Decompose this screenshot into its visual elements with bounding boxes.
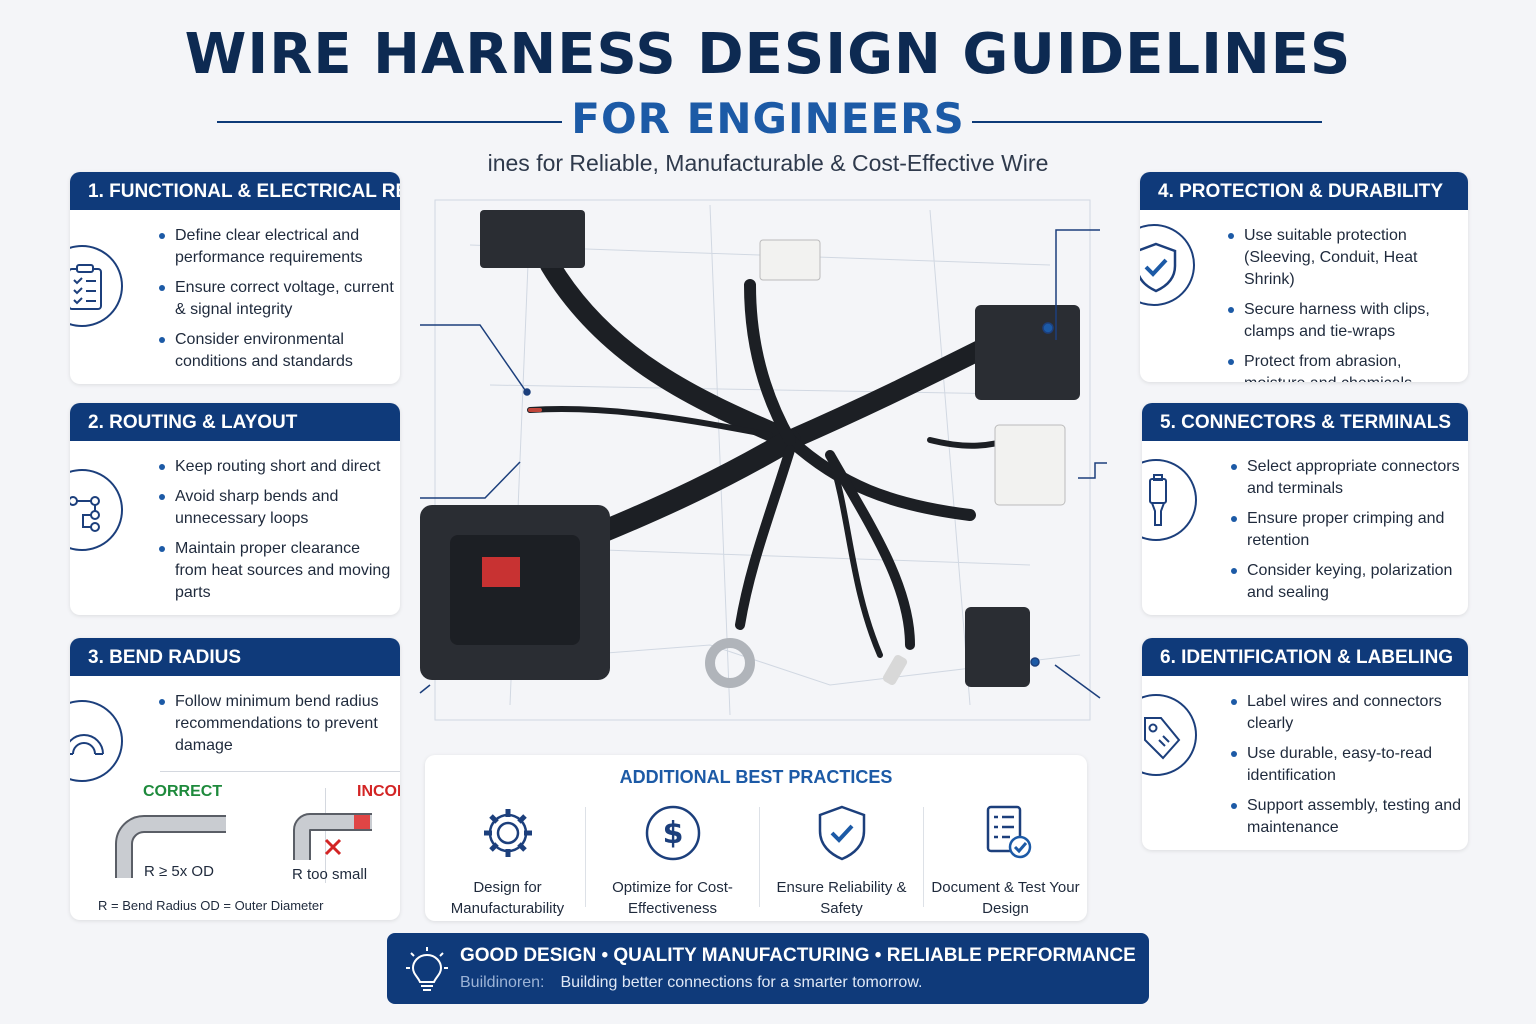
divider	[160, 771, 400, 772]
section-title: 6. IDENTIFICATION & LABELING	[1142, 638, 1468, 676]
bullet: Use suitable protection (Sleeving, Condu…	[1228, 225, 1464, 291]
banner-subline: Buildinoren: Building better connections …	[460, 974, 922, 992]
bullet: Consider environmental conditions and st…	[159, 329, 394, 373]
section-title: 5. CONNECTORS & TERMINALS	[1142, 403, 1468, 441]
bullet: Follow minimum bend radius recommendatio…	[159, 691, 394, 757]
section-protection-durability: 4. PROTECTION & DURABILITY Use suitable …	[1140, 172, 1468, 382]
divider	[325, 788, 326, 883]
section-functional-electrical: 1. FUNCTIONAL & ELECTRICAL REQUIREMENTS …	[70, 172, 400, 384]
gear-icon	[483, 809, 532, 857]
bullet: Avoid sharp bends and unnecessary loops	[159, 486, 394, 530]
banner-headline: GOOD DESIGN • QUALITY MANUFACTURING • RE…	[460, 945, 1136, 966]
section-bend-radius: 3. BEND RADIUS Follow minimum bend radiu…	[70, 638, 400, 920]
best-practices-title: ADDITIONAL BEST PRACTICES	[619, 767, 893, 787]
routing-path-icon	[70, 469, 123, 551]
best-practice-manufacturability: Design for Manufacturability	[425, 799, 590, 919]
best-practice-label: Ensure Reliability & Safety	[776, 879, 907, 917]
incorrect-bend-illustration	[293, 813, 372, 860]
divider	[585, 807, 586, 907]
bend-arc-icon	[70, 700, 123, 782]
label-tag-icon	[1142, 694, 1197, 776]
svg-text:$: $	[662, 816, 683, 851]
best-practice-label: Optimize for Cost-Effectiveness	[612, 879, 733, 917]
shield-icon	[818, 805, 865, 861]
best-practice-cost: $ Optimize for Cost-Effectiveness	[590, 799, 755, 919]
bullet: Define clear electrical and performance …	[159, 225, 394, 269]
page-title: WIRE HARNESS DESIGN GUIDELINES	[184, 22, 1352, 87]
best-practice-reliability: Ensure Reliability & Safety	[759, 799, 924, 919]
bullet: Select appropriate connectors and termin…	[1231, 456, 1465, 500]
footer-banner: GOOD DESIGN • QUALITY MANUFACTURING • RE…	[387, 933, 1149, 1004]
section-identification-labeling: 6. IDENTIFICATION & LABELING Label wires…	[1142, 638, 1468, 850]
section-title: 4. PROTECTION & DURABILITY	[1140, 172, 1468, 210]
section-title: 3. BEND RADIUS	[70, 638, 400, 676]
bend-legend: R = Bend Radius OD = Outer Diameter	[98, 898, 324, 913]
divider	[923, 807, 924, 907]
bullet: Label wires and connectors clearly	[1231, 691, 1465, 735]
clipboard-checklist-icon	[70, 245, 123, 327]
section-routing-layout: 2. ROUTING & LAYOUT Keep routing short a…	[70, 403, 400, 615]
rule-left	[217, 121, 562, 123]
correct-label: CORRECT	[143, 783, 223, 800]
page-subtitle: FOR ENGINEERS	[571, 94, 965, 143]
bullet: Ensure proper crimping and retention	[1231, 508, 1465, 552]
divider	[759, 807, 760, 907]
best-practice-label: Design for Manufacturability	[450, 879, 565, 917]
bullet: Maintain proper clearance from heat sour…	[159, 538, 394, 604]
tagline: ines for Reliable, Manufacturable & Cost…	[487, 150, 1049, 176]
terminal-connector-icon	[1142, 459, 1197, 541]
bullet: Consider keying, polarization and sealin…	[1231, 560, 1465, 604]
document-check-icon	[986, 805, 1031, 859]
incorrect-caption: R too small	[292, 866, 368, 883]
best-practice-label: Document & Test Your Design	[931, 879, 1080, 917]
correct-bend-illustration	[115, 815, 226, 878]
bullet: Protect from abrasion, moisture and chem…	[1228, 351, 1464, 382]
banner-slogan: Building better connections for a smarte…	[560, 974, 923, 991]
shield-check-icon	[1140, 224, 1195, 306]
section-connectors-terminals: 5. CONNECTORS & TERMINALS Select appropr…	[1142, 403, 1468, 615]
section-title: 2. ROUTING & LAYOUT	[70, 403, 400, 441]
bullet: Secure harness with clips, clamps and ti…	[1228, 299, 1464, 343]
bullet: Support assembly, testing and maintenanc…	[1231, 795, 1465, 839]
wire-harness-illustration	[419, 199, 1107, 721]
bullet: Keep routing short and direct	[159, 456, 394, 478]
correct-caption: R ≥ 5x OD	[144, 863, 214, 880]
rule-right	[972, 121, 1322, 123]
additional-best-practices: ADDITIONAL BEST PRACTICES Design for Man…	[425, 755, 1087, 921]
section-title: 1. FUNCTIONAL & ELECTRICAL REQUIREMENTS	[70, 172, 400, 210]
dollar-icon: $	[645, 805, 700, 861]
incorrect-label: INCORRECT	[357, 783, 400, 800]
bullet: Use durable, easy-to-read identification	[1231, 743, 1465, 787]
bullet: Ensure correct voltage, current & signal…	[159, 277, 394, 321]
lightbulb-icon	[406, 947, 448, 991]
best-practice-documentation: Document & Test Your Design	[923, 799, 1087, 919]
banner-faint-text: Buildinoren:	[460, 974, 545, 991]
